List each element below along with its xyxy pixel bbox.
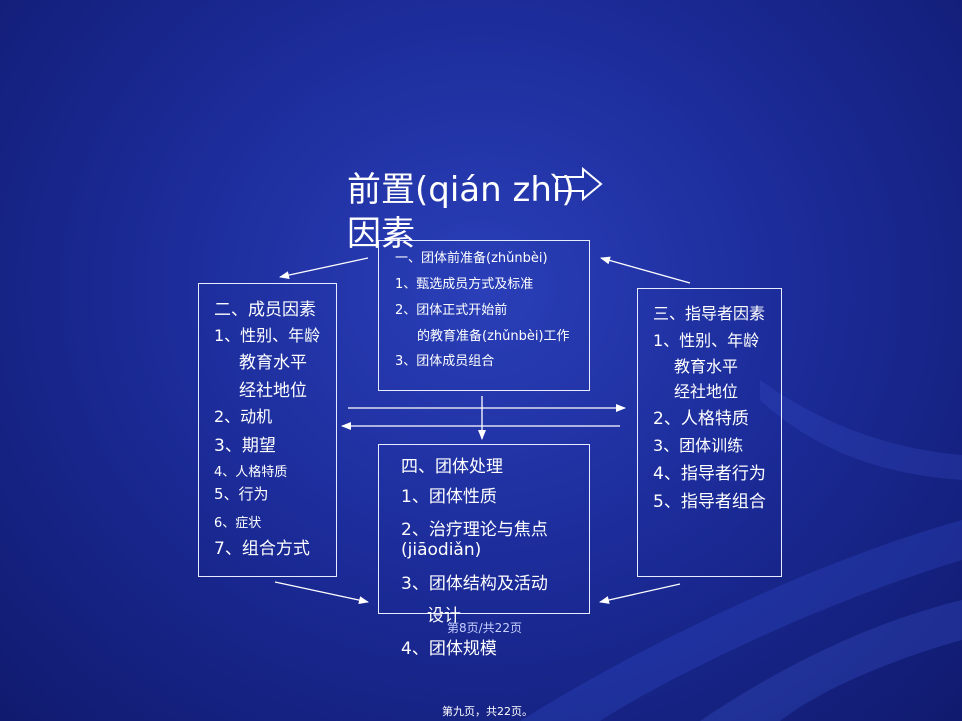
- box1-item: 的教育准备(zhǔnbèi)工作: [417, 329, 570, 344]
- box1-item: 2、团体正式开始前: [395, 303, 508, 318]
- box4-item: (jiāodiǎn): [401, 540, 482, 560]
- right-arrow-icon: [556, 166, 603, 202]
- box2-item: 5、行为: [214, 485, 269, 503]
- page-number-footer: 第九页，共22页。: [442, 705, 533, 718]
- arrow-box1-to-box2: [279, 257, 369, 280]
- box4-item: 2、治疗理论与焦点: [401, 520, 548, 540]
- box3-item: 1、性别、年龄: [653, 331, 760, 350]
- box2-item: 1、性别、年龄: [214, 326, 321, 345]
- box4-heading: 四、团体处理: [401, 457, 503, 477]
- arrow-box3-to-box4: [599, 583, 681, 604]
- box3-item: 经社地位: [674, 382, 739, 401]
- box4-item: 4、团体规模: [401, 639, 497, 659]
- box1-item: 1、甄选成员方式及标准: [395, 277, 534, 292]
- box3-item: 4、指导者行为: [653, 464, 766, 484]
- group-preparation-box: 一、团体前准备(zhǔnbèi) 1、甄选成员方式及标准 2、团体正式开始前 的…: [378, 240, 590, 391]
- box3-item: 2、人格特质: [653, 409, 749, 429]
- box2-heading: 二、成员因素: [214, 300, 316, 320]
- box2-item: 教育水平: [239, 353, 307, 373]
- page-number-overlay: 第8页/共22页: [447, 621, 522, 635]
- title-line-1: 前置(qián zhì): [347, 170, 575, 210]
- box3-item: 5、指导者组合: [653, 492, 766, 512]
- group-process-box: 四、团体处理 1、团体性质 2、治疗理论与焦点 (jiāodiǎn) 3、团体结…: [378, 444, 590, 659]
- box2-item: 2、动机: [214, 407, 273, 426]
- title-line-2: 因素: [347, 214, 415, 254]
- box3-item: 教育水平: [674, 357, 739, 376]
- box4-item: 设计: [427, 606, 461, 626]
- box2-item: 7、组合方式: [214, 539, 310, 559]
- box4-item: 3、团体结构及活动: [401, 574, 548, 594]
- box2-item: 4、人格特质: [214, 465, 288, 480]
- box1-heading: 一、团体前准备(zhǔnbèi): [395, 251, 548, 266]
- box4-item: 1、团体性质: [401, 487, 497, 507]
- box1-item: 3、团体成员组合: [395, 354, 495, 369]
- box3-item: 3、团体训练: [653, 436, 744, 455]
- arrow-box3-to-box1: [600, 256, 691, 284]
- arrow-box2-to-box4: [274, 581, 369, 605]
- diagram-title: 前置(qián zhì) 因素: [347, 168, 607, 256]
- box3-heading: 三、指导者因素: [653, 304, 766, 323]
- box2-item: 3、期望: [214, 436, 276, 456]
- member-factors-box: 二、成员因素 1、性别、年龄 教育水平 经社地位 2、动机 3、期望 4、人格特…: [198, 283, 337, 577]
- leader-factors-box: 三、指导者因素 1、性别、年龄 教育水平 经社地位 2、人格特质 3、团体训练 …: [637, 288, 782, 577]
- box2-item: 经社地位: [239, 381, 307, 401]
- box2-item: 6、症状: [214, 516, 262, 531]
